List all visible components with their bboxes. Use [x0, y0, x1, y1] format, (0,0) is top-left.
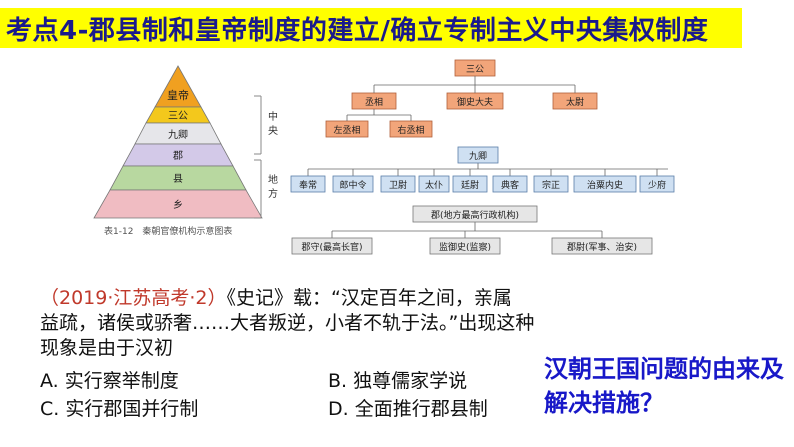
- org-text-shaofu: 少府: [648, 179, 666, 191]
- org-box-commandery: [412, 205, 538, 223]
- org-text-weiwei: 卫尉: [389, 179, 407, 191]
- org-box-junwei: [551, 237, 653, 255]
- org-box-jiuqing: [457, 146, 499, 164]
- org-box-jianyushi: [429, 237, 501, 255]
- pyramid-diagram: 皇帝 三公 九卿 郡 县 乡 中 央 地 方 表1-12 秦朝官僚机构示意图表: [93, 65, 281, 237]
- pyramid-label-xiang: 乡: [173, 199, 183, 211]
- pyramid-label-xian: 县: [173, 173, 183, 185]
- question-line-1-text: 《史记》载：“汉定百年之间，亲属: [226, 287, 512, 309]
- org-box-shaofu: [639, 175, 675, 193]
- org-text-taiwei: 太尉: [566, 96, 584, 108]
- side-note: 汉朝王国问题的由来及解决措施？: [544, 355, 784, 417]
- org-text-dianke: 典客: [501, 179, 519, 191]
- org-text-tingwei: 廷尉: [461, 179, 479, 191]
- org-text-sangong: 三公: [466, 64, 484, 75]
- org-box-fengchang: [290, 175, 326, 193]
- central-label: 中 央: [268, 110, 281, 137]
- option-a[interactable]: A. 实行察举制度: [40, 370, 179, 392]
- question-stem: （2019·江苏高考·2）《史记》载：“汉定百年之间，亲属 益疏，诸侯或骄奢………: [40, 286, 700, 361]
- org-text-jiuqing: 九卿: [469, 151, 487, 162]
- pyramid-label-sangong: 三公: [168, 111, 188, 122]
- org-box-taipu: [418, 175, 450, 193]
- pyramid-label-jiuqing: 九卿: [168, 129, 188, 141]
- org-text-yushidafu: 御史大夫: [457, 96, 493, 108]
- org-box-zongzheng: [533, 175, 569, 193]
- org-text-chengxiang: 丞相: [365, 96, 383, 108]
- local-label: 地 方: [268, 173, 281, 200]
- org-text-zuochengxiang: 左丞相: [333, 124, 360, 136]
- title-banner: 考点4-郡县制和皇帝制度的建立/确立专制主义中央集权制度: [0, 8, 742, 48]
- option-c[interactable]: C. 实行郡国并行制: [40, 398, 199, 420]
- pyramid-caption: 表1-12 秦朝官僚机构示意图表: [104, 225, 232, 237]
- question-source: （2019·江苏高考·2）: [40, 287, 227, 309]
- pyramid-label-emperor: 皇帝: [167, 88, 189, 102]
- org-text-zhisuneishi: 治粟内史: [587, 179, 623, 191]
- org-box-zhisuneishi: [573, 175, 637, 193]
- pyramid-label-jun: 郡: [173, 150, 183, 162]
- question-line-3: 现象是由于汉初: [40, 337, 174, 359]
- org-box-weiwei: [380, 175, 416, 193]
- org-text-commandery: 郡(地方最高行政机构): [431, 209, 519, 221]
- org-text-taipu: 太仆: [425, 179, 443, 191]
- org-box-langzhongling: [332, 175, 374, 193]
- org-text-junshou: 郡守(最高长官): [301, 241, 362, 253]
- org-text-youchengxiang: 右丞相: [397, 124, 424, 136]
- question-line-2: 益疏，诸侯或骄奢……大者叛逆，小者不轨于法。”出现这种: [40, 312, 535, 334]
- org-text-jianyushi: 监御史(监察): [439, 241, 491, 253]
- option-b[interactable]: B. 独尊儒家学说: [328, 370, 468, 392]
- slide-title: 考点4-郡县制和皇帝制度的建立/确立专制主义中央集权制度: [6, 15, 709, 46]
- org-text-junwei: 郡尉(军事、治安): [567, 241, 637, 253]
- org-box-junshou: [291, 237, 373, 255]
- option-d[interactable]: D. 全面推行郡县制: [328, 398, 488, 420]
- question-line-1: （2019·江苏高考·2）《史记》载：“汉定百年之间，亲属: [40, 286, 700, 311]
- org-text-langzhongling: 郎中令: [339, 179, 366, 191]
- org-box-dianke: [492, 175, 528, 193]
- org-text-fengchang: 奉常: [299, 179, 317, 191]
- org-chart: 三公 丞相 御史大夫 太尉 左丞相 右丞相 九卿 奉常 郎中令 卫尉 太仆 廷尉…: [290, 59, 675, 255]
- org-text-zongzheng: 宗正: [542, 179, 560, 191]
- org-box-tingwei: [452, 175, 488, 193]
- pyramid-level-xiang: [93, 189, 263, 219]
